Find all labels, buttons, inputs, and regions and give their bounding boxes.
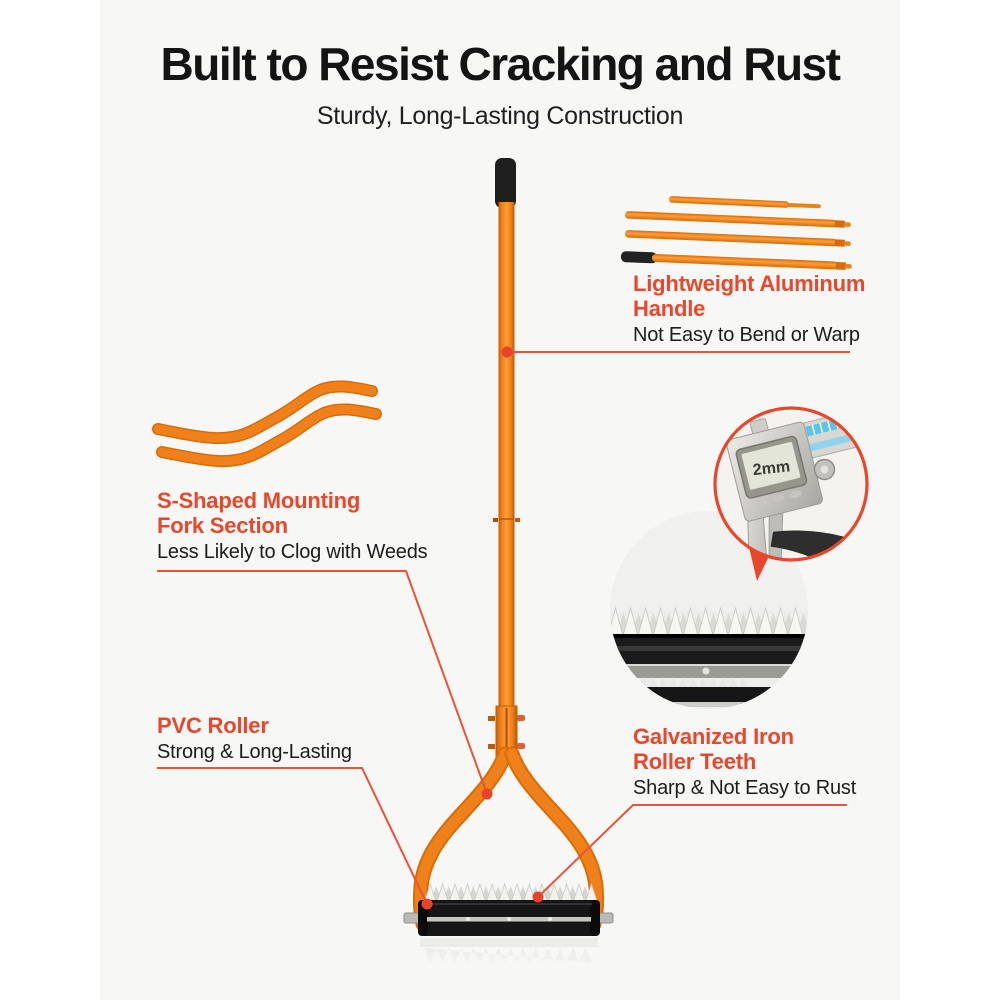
tool-pole	[498, 202, 515, 712]
callout-pvc-roller-heading: PVC Roller	[157, 713, 269, 738]
callout-mounting-fork-heading: S-Shaped Mounting Fork Section	[157, 488, 361, 538]
callout-roller-teeth-heading: Galvanized Iron Roller Teeth	[633, 724, 794, 774]
leader-roller-teeth	[537, 804, 847, 898]
callout-mounting-fork-body: Less Likely to Clog with Weeds	[157, 541, 428, 563]
teeth-front-row	[610, 606, 804, 638]
callout-mounting-fork: S-Shaped Mounting Fork Section Less Like…	[157, 488, 428, 564]
callout-aluminum-handle-body: Not Easy to Bend or Warp	[633, 324, 860, 346]
caliper-inset-ring	[713, 406, 869, 562]
page-title: Built to Resist Cracking and Rust	[160, 38, 841, 90]
callout-anchor-dots	[421, 346, 544, 910]
main-tool-illustration	[398, 158, 622, 978]
tool-roller	[398, 882, 622, 978]
callout-roller-teeth: Galvanized Iron Roller Teeth Sharp & Not…	[633, 724, 856, 800]
callout-roller-teeth-body: Sharp & Not Easy to Rust	[633, 777, 857, 799]
handle-grip-segment	[620, 251, 657, 264]
callout-aluminum-handle-heading: Lightweight Aluminum Handle	[633, 271, 866, 321]
caliper-display: 2mm	[752, 458, 791, 479]
caliper-lcd-screen	[741, 441, 801, 490]
callout-leader-lines	[157, 351, 850, 905]
callout-pvc-roller-body: Strong & Long-Lasting	[157, 741, 352, 763]
tool-grip	[495, 158, 516, 208]
leader-mounting-fork	[157, 570, 488, 795]
roller-teeth-row	[423, 882, 599, 905]
handle-segments-illustration	[620, 196, 852, 270]
page-subtitle: Sturdy, Long-Lasting Construction	[316, 102, 684, 130]
s-fork-illustration	[152, 380, 382, 468]
roller-teeth-inset	[610, 511, 808, 709]
callout-aluminum-handle: Lightweight Aluminum Handle Not Easy to …	[633, 271, 885, 347]
leader-pvc-roller	[157, 767, 428, 905]
callout-pvc-roller: PVC Roller Strong & Long-Lasting	[157, 713, 417, 764]
